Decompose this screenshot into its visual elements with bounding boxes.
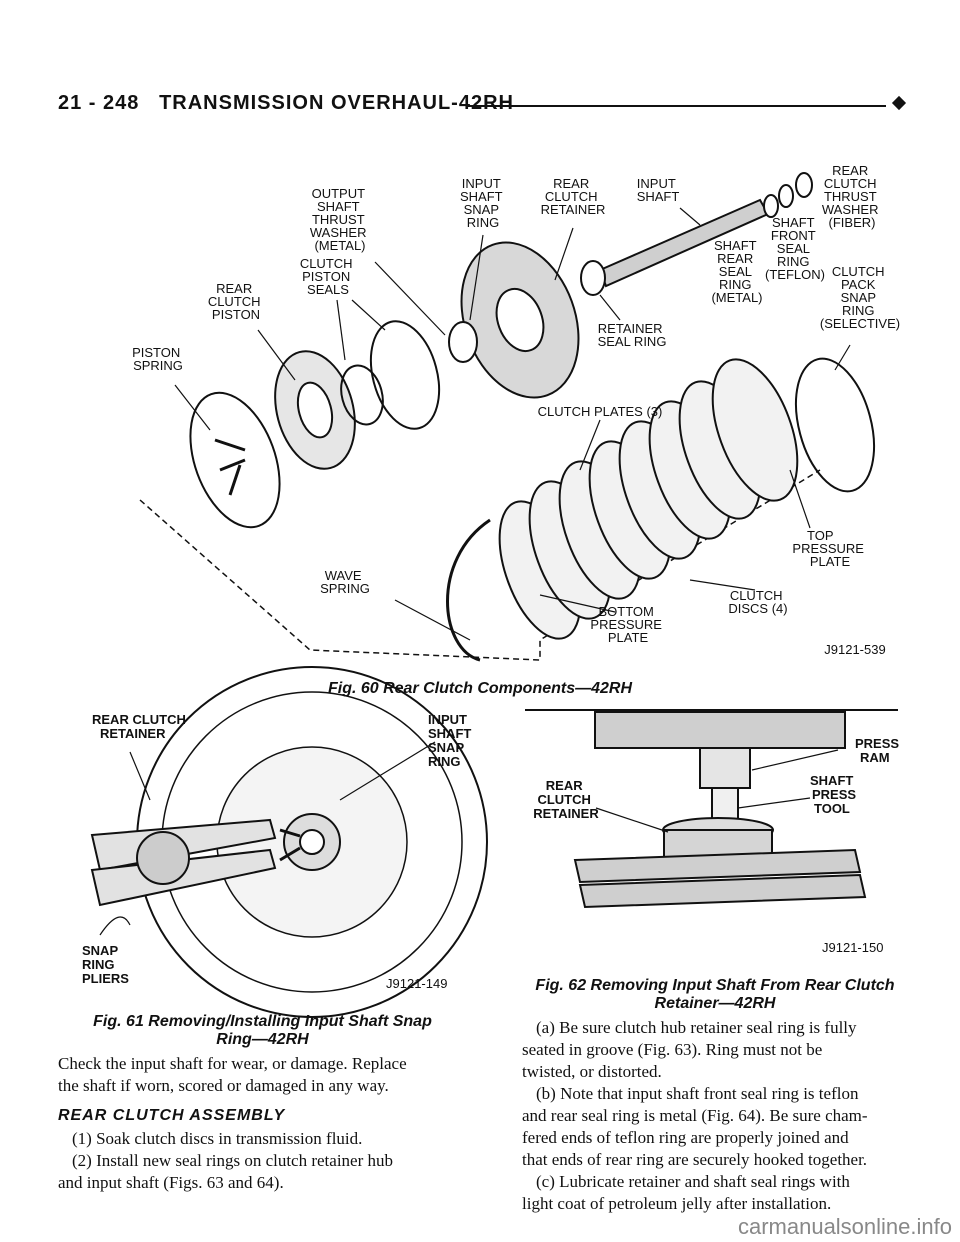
piston-spring-part	[189, 391, 281, 529]
wave-spring-part	[446, 518, 491, 662]
label-snap-ring-pliers: SNAP RING PLIERS	[82, 943, 129, 986]
label-rear-clutch-thrust-washer: REAR CLUTCH THRUST WASHER (FIBER)	[822, 163, 882, 230]
label-clutch-discs: CLUTCH DISCS (4)	[728, 588, 787, 616]
label-output-shaft-thrust-washer: OUTPUT SHAFT THRUST WASHER (METAL)	[310, 186, 370, 253]
label-clutch-piston-seals: CLUTCH PISTON SEALS	[300, 256, 356, 297]
output-washer-part	[448, 321, 478, 363]
right-column-text: (a) Be sure clutch hub retainer seal rin…	[522, 1018, 868, 1213]
label-rear-clutch-retainer: REAR CLUTCH RETAINER	[541, 176, 606, 217]
label-clutch-plates: CLUTCH PLATES (3)	[538, 404, 663, 419]
label-wave-spring: WAVE SPRING	[320, 568, 370, 596]
label-piston-spring: PISTON SPRING	[132, 345, 184, 373]
label-shaft-rear-seal-ring: SHAFT REAR SEAL RING (METAL)	[711, 238, 762, 305]
press-ram-head	[594, 711, 846, 749]
clutch-piston-seal-outer	[369, 320, 441, 430]
label-rear-clutch-retainer-61: REAR CLUTCH RETAINER	[92, 712, 190, 741]
left-steps: (1) Soak clutch discs in transmission fl…	[58, 1129, 394, 1192]
exploded-view-base	[139, 469, 821, 661]
label-input-shaft: INPUT SHAFT	[637, 176, 680, 204]
label-press-ram: PRESS RAM	[855, 736, 903, 765]
label-figure-61-id: J9121-149	[386, 976, 447, 991]
label-shaft-front-seal-ring: SHAFT FRONT SEAL RING (TEFLON)	[765, 215, 825, 282]
watermark-text: carmanualsonline.info	[737, 1214, 952, 1239]
figure-62-caption: Fig. 62 Removing Input Shaft From Rear C…	[535, 977, 895, 1012]
label-shaft-press-tool: SHAFT PRESS TOOL	[810, 773, 860, 816]
thrust-washer-part	[795, 172, 813, 198]
label-input-shaft-snap-ring: INPUT SHAFT SNAP RING	[460, 176, 506, 230]
figure-62-labels: PRESS RAM SHAFT PRESS TOOL REAR CLUTCH R…	[533, 736, 903, 955]
left-paragraph-1: Check the input shaft for wear, or damag…	[58, 1054, 407, 1095]
press-base-blocks	[573, 848, 867, 909]
figure-62-diagram	[525, 709, 898, 909]
label-top-pressure-plate: TOP PRESSURE PLATE	[792, 528, 867, 569]
clutch-piston-seal-inner	[340, 364, 384, 426]
figure-60-diagram: OUTPUT SHAFT THRUST WASHER (METAL) INPUT…	[132, 163, 900, 662]
page-header: 21 - 248 TRANSMISSION OVERHAUL-42RH	[58, 92, 908, 120]
press-ram	[699, 747, 751, 789]
retainer-seal-ring-part	[580, 260, 606, 296]
label-retainer-seal-ring: RETAINER SEAL RING	[598, 321, 667, 349]
label-bottom-pressure-plate: BOTTOM PRESSURE PLATE	[590, 604, 665, 645]
section-heading: REAR CLUTCH ASSEMBLY	[58, 1107, 286, 1124]
clutch-pack-stack	[498, 358, 799, 640]
label-clutch-pack-snap-ring: CLUTCH PACK SNAP RING (SELECTIVE)	[820, 264, 900, 331]
label-figure-60-id: J9121-539	[824, 642, 885, 657]
label-input-shaft-snap-ring-61: INPUT SHAFT SNAP RING	[428, 712, 475, 769]
page-number-title: 21 - 248 TRANSMISSION OVERHAUL-42RH	[58, 92, 514, 114]
label-rear-clutch-retainer-62: REAR CLUTCH RETAINER	[533, 778, 599, 821]
figure-60-labels: OUTPUT SHAFT THRUST WASHER (METAL) INPUT…	[132, 163, 900, 657]
header-rule	[466, 105, 886, 107]
figure-61-labels: REAR CLUTCH RETAINER INPUT SHAFT SNAP RI…	[82, 712, 475, 991]
clutch-pack-snap-ring-part	[795, 357, 875, 493]
label-figure-62-id: J9121-150	[822, 940, 883, 955]
figure-61-caption: Fig. 61 Removing/Installing Input Shaft …	[93, 1013, 432, 1048]
label-rear-clutch-piston: REAR CLUTCH PISTON	[208, 281, 264, 322]
